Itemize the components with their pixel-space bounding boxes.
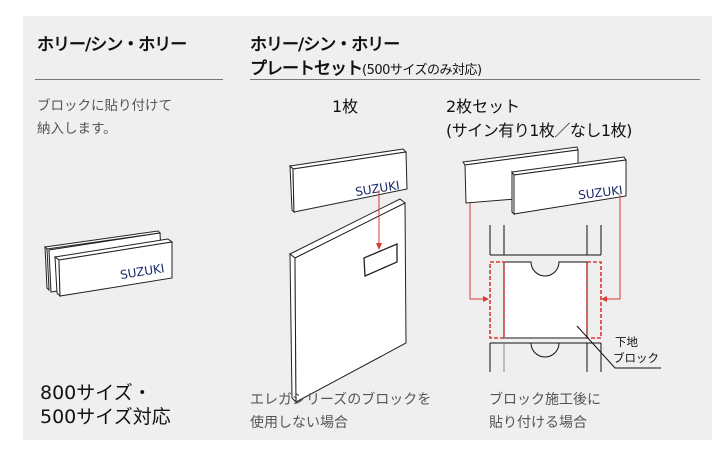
left-plates: SUZUKI (43, 230, 174, 298)
double-arrows (469, 195, 621, 302)
left-desc-line2: 納入します。 (37, 121, 117, 137)
right-title-line2: プレートセット(500サイズのみ対応) (250, 54, 482, 79)
double-caption-line2: 貼り付ける場合 (489, 415, 587, 431)
single-plate-text: SUZUKI (354, 178, 400, 199)
block-label-line2: ブロック (613, 351, 659, 365)
right-title-line1: ホリー/シン・ホリー (250, 35, 400, 55)
block-wall (489, 225, 602, 372)
single-caption-line1: エレガシリーズのブロックを (250, 392, 432, 408)
left-plate-text: SUZUKI (119, 261, 165, 282)
adhesive-areas (489, 261, 602, 339)
left-divider (35, 79, 223, 80)
size-line2: 500サイズ対応 (40, 406, 171, 428)
double-plate-text: SUZUKI (577, 183, 623, 202)
double-label-line2: (サイン有り1枚／なし1枚) (446, 121, 632, 140)
double-caption-line1: ブロック施工後に (489, 392, 601, 408)
leader-line (576, 325, 661, 369)
single-plate: SUZUKI (288, 148, 408, 214)
double-label-line1: 2枚セット (446, 97, 521, 116)
double-plates: SUZUKI (462, 146, 627, 216)
single-caption-line2: 使用しない場合 (250, 415, 348, 431)
block-label-line1: 下地 (615, 335, 638, 349)
single-label: 1枚 (332, 97, 359, 116)
elega-panel (289, 198, 407, 404)
left-title: ホリー/シン・ホリー (37, 35, 187, 55)
left-desc-line1: ブロックに貼り付けて (37, 98, 172, 114)
size-line1: 800サイズ・ (40, 382, 152, 404)
right-title-note: (500サイズのみ対応) (362, 63, 482, 78)
single-arrow (376, 190, 382, 250)
front-plate (58, 241, 173, 297)
right-title-main: プレートセット (250, 59, 363, 79)
right-divider (250, 79, 700, 80)
